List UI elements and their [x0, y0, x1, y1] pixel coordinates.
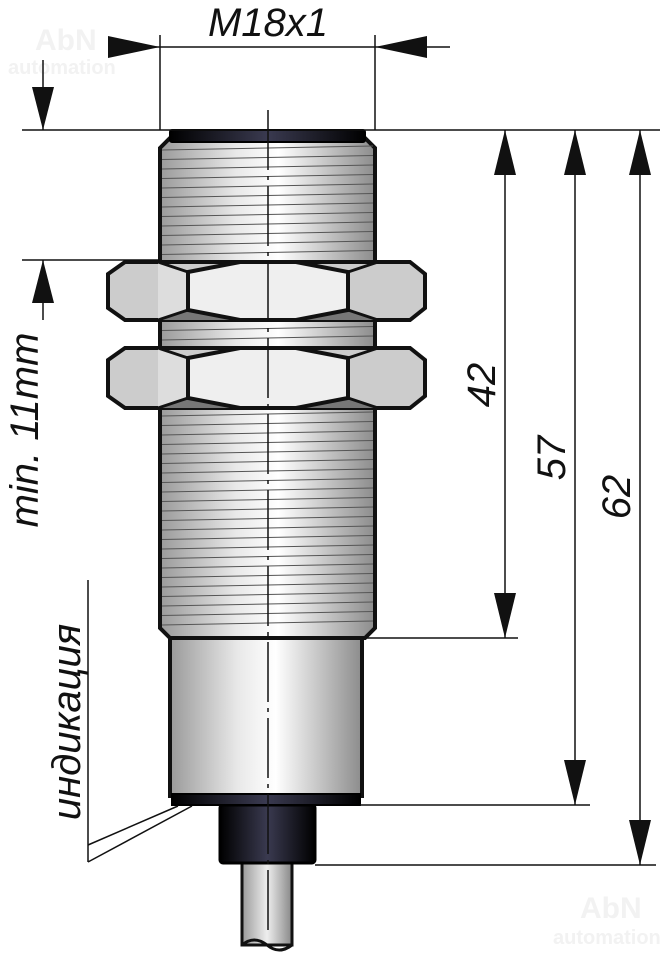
dim-42: 42 — [460, 363, 504, 408]
svg-text:AbN: AbN — [580, 892, 642, 925]
dim-min-clearance: min. 11mm — [3, 333, 47, 528]
watermark-top: AbN automation — [8, 24, 116, 79]
cable — [240, 858, 294, 947]
hex-nut — [106, 346, 427, 410]
dim-thread: M18x1 — [208, 1, 328, 45]
hex-nut — [106, 260, 427, 322]
dim-57: 57 — [530, 434, 574, 480]
indicator-sleeve — [168, 634, 364, 798]
watermark-bottom: AbN automation — [553, 892, 660, 949]
svg-text:automation: automation — [553, 927, 660, 949]
svg-text:AbN: AbN — [35, 24, 97, 57]
dimension-arrows — [32, 36, 651, 865]
extension-lines — [22, 35, 660, 866]
indication-label: индикация — [45, 624, 89, 820]
dim-62: 62 — [595, 475, 639, 520]
indicator-ring — [171, 793, 361, 806]
svg-text:automation: automation — [8, 57, 116, 79]
